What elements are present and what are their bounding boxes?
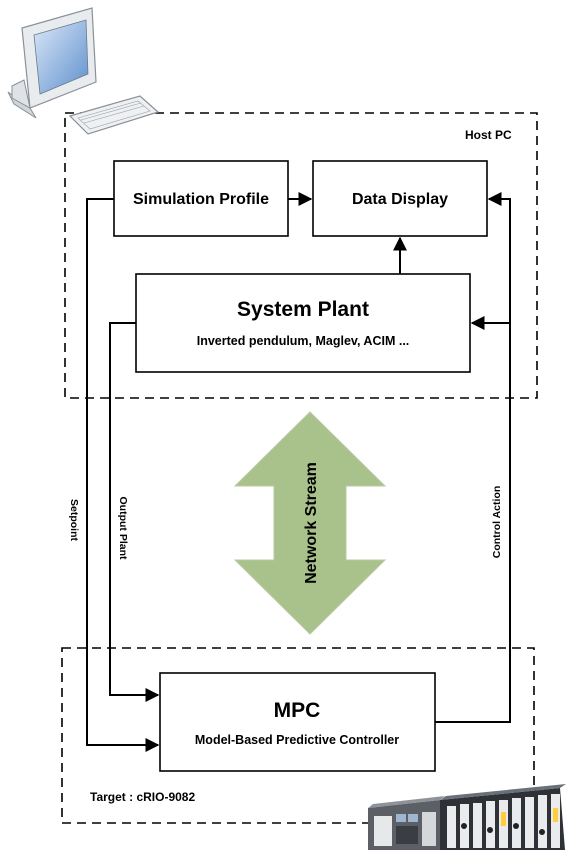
crio-hardware-icon xyxy=(368,784,566,850)
host-pc-label: Host PC xyxy=(465,128,512,142)
connectors xyxy=(86,192,511,752)
control-action-line xyxy=(435,192,511,723)
simulation-profile-label: Simulation Profile xyxy=(133,191,269,208)
output-plant-label: Output Plant xyxy=(117,497,129,560)
control-action-label: Control Action xyxy=(491,486,503,559)
system-plant-box xyxy=(135,273,471,373)
system-plant-title: System Plant xyxy=(237,298,369,321)
network-stream-arrow: Network Stream xyxy=(233,411,387,635)
target-label: Target : cRIO-9082 xyxy=(90,790,195,804)
network-stream-label: Network Stream xyxy=(303,462,320,584)
simulation-profile-box xyxy=(113,160,289,237)
setpoint-line xyxy=(86,198,160,752)
setpoint-label: Setpoint xyxy=(68,499,80,541)
data-display-label: Data Display xyxy=(352,191,448,208)
target-region xyxy=(61,647,535,824)
host-pc-region xyxy=(64,112,538,399)
mpc-title: MPC xyxy=(274,699,321,722)
desktop-computer-icon xyxy=(7,7,160,135)
mpc-subtitle: Model-Based Predictive Controller xyxy=(195,733,399,747)
data-display-box xyxy=(312,160,488,237)
system-plant-subtitle: Inverted pendulum, Maglev, ACIM ... xyxy=(197,334,410,348)
mpc-box xyxy=(159,672,436,772)
output-plant-line xyxy=(109,322,160,702)
